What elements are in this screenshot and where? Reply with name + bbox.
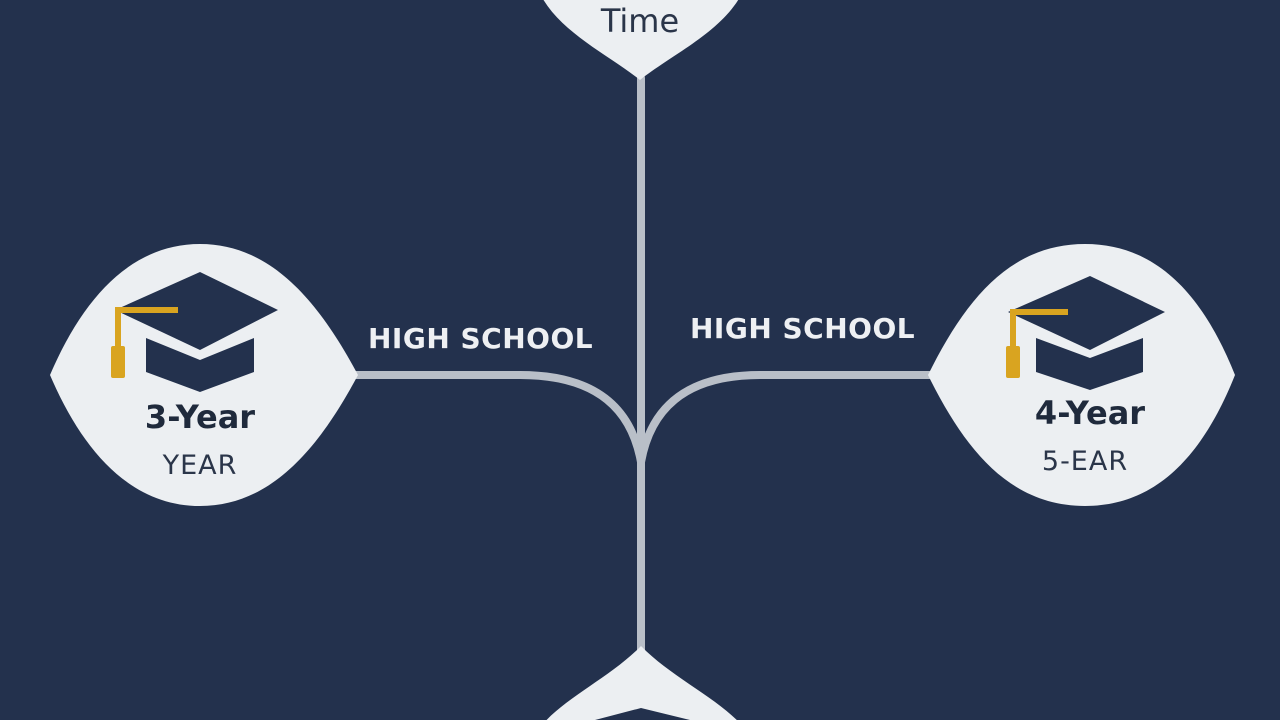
top-node (543, 0, 738, 80)
left-node-title: 3-Year (144, 398, 256, 436)
right-branch-label: HIGH SCHOOL (690, 312, 916, 345)
graduation-cap-icon (1006, 276, 1165, 390)
bottom-node-cap-icon (595, 708, 690, 720)
left-branch-line (352, 371, 645, 466)
left-branch-label: HIGH SCHOOL (368, 322, 594, 355)
connectors (352, 74, 934, 664)
bottom-node (546, 646, 737, 720)
right-node-title: 4-Year (1034, 394, 1146, 432)
right-node-subtitle: 5-EAR (1041, 446, 1129, 477)
right-branch-line (637, 371, 934, 466)
top-node-label: Time (600, 2, 680, 40)
left-node-subtitle: YEAR (162, 450, 238, 481)
graduation-cap-icon (111, 272, 278, 392)
